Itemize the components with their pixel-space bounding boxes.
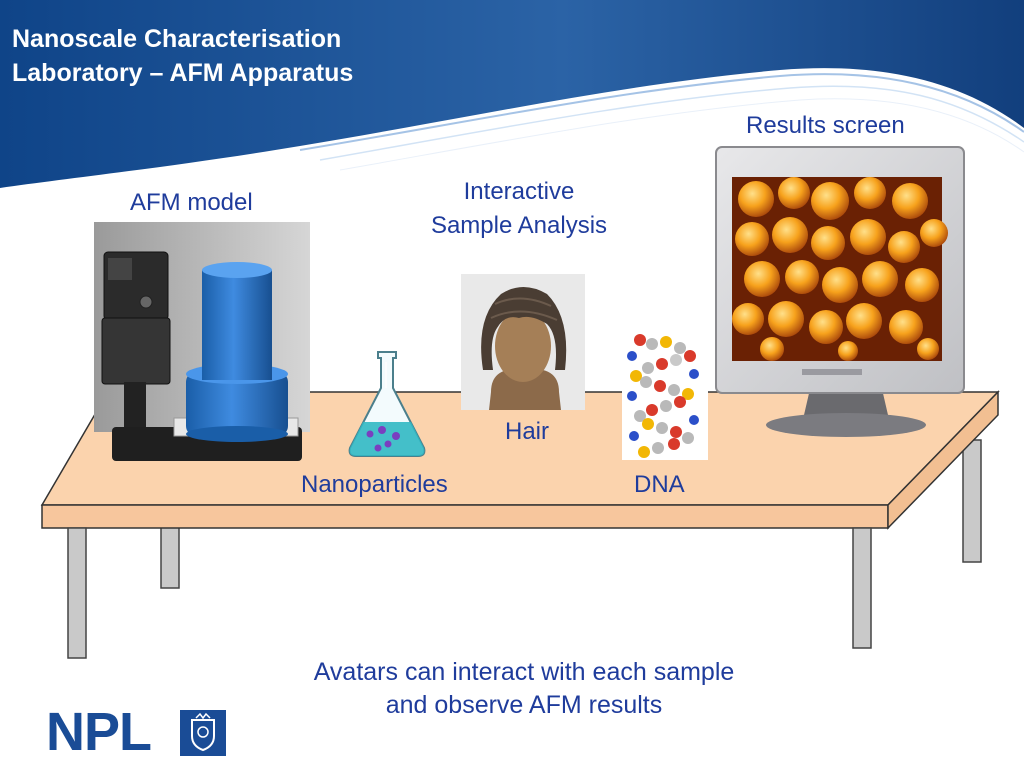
caption-line-2: and observe AFM results: [385, 691, 663, 719]
caption-line-1: Avatars can interact with each sample: [313, 658, 735, 686]
table-leg-back-left: [160, 519, 180, 589]
monitor-icon: [715, 146, 965, 437]
label-results-screen: Results screen: [746, 112, 905, 139]
table-leg-front-left: [67, 527, 87, 659]
table-side-edge: [887, 390, 999, 530]
npl-crest-icon: [180, 710, 226, 756]
table-leg-back-right: [962, 439, 982, 563]
slide-caption: Avatars can interact with each sample an…: [262, 656, 786, 722]
dna-model-icon: [622, 330, 708, 460]
label-afm-model: AFM model: [130, 189, 253, 216]
mannequin-head-icon: [461, 274, 585, 410]
table-leg-front-right: [852, 527, 872, 649]
label-dna: DNA: [634, 471, 685, 498]
header-banner: [0, 0, 1024, 188]
slide-title-line-2: Laboratory – AFM Apparatus: [12, 59, 354, 87]
afm-instrument-icon: [94, 222, 310, 461]
label-interactive-line-1: Interactive: [463, 178, 575, 205]
label-nanoparticles: Nanoparticles: [301, 471, 448, 498]
table-front-edge: [41, 504, 889, 529]
label-hair: Hair: [505, 418, 550, 445]
label-interactive-line-2: Sample Analysis: [430, 212, 608, 239]
flask-icon: [348, 351, 426, 457]
npl-logo-text: NPL: [46, 702, 152, 762]
slide-title-line-1: Nanoscale Characterisation: [12, 25, 342, 53]
